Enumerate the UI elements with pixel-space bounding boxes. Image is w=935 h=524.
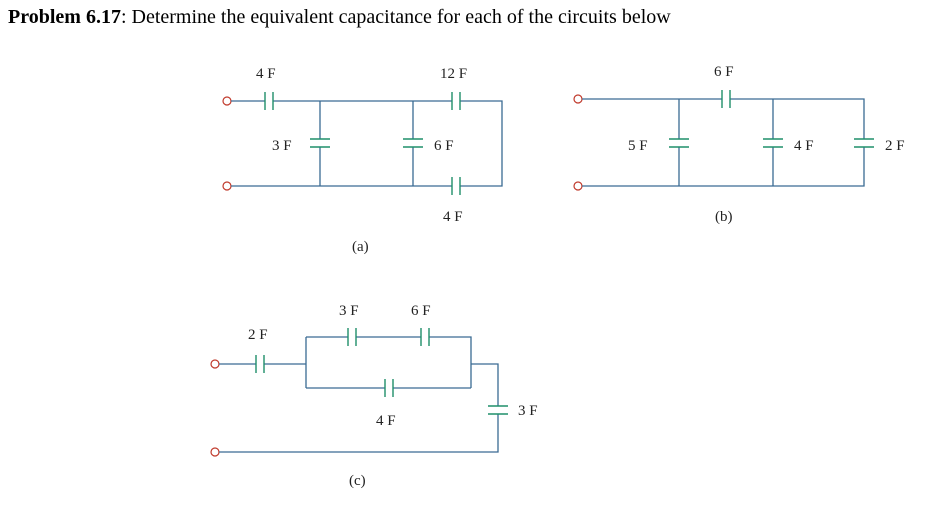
circuit-a-terminal-bottom <box>222 181 232 191</box>
circuit-c-label-right-3f: 3 F <box>518 403 538 419</box>
circuit-c-parallel-loop <box>305 336 472 389</box>
circuit-c-label-3f: 3 F <box>339 303 359 319</box>
circuit-c-caption: (c) <box>349 473 366 489</box>
circuit-a-caption: (a) <box>352 239 369 255</box>
circuit-a-terminal-top <box>222 96 232 106</box>
circuit-b-terminal-top <box>573 94 583 104</box>
problem-number: Problem 6.17 <box>8 6 121 28</box>
circuit-c: 2 F 3 F 6 F 4 F 3 F (c) <box>210 303 538 489</box>
circuit-b-caption: (b) <box>715 209 733 225</box>
circuit-a-label-4f: 4 F <box>256 66 276 82</box>
circuit-b-label-2f: 2 F <box>885 138 905 154</box>
circuit-c-label-2f: 2 F <box>248 327 268 343</box>
circuit-a-label-3f: 3 F <box>272 138 292 154</box>
circuit-b-label-4f: 4 F <box>794 138 814 154</box>
circuit-b-label-6f: 6 F <box>714 64 734 80</box>
circuit-c-terminal-top <box>210 359 220 369</box>
circuit-a-label-6f: 6 F <box>434 138 454 154</box>
circuit-b: 6 F 5 F 4 F 2 F (b) <box>573 64 905 225</box>
circuit-c-terminal-bottom <box>210 447 220 457</box>
circuit-a: 4 F 3 F 12 F 6 F 4 F (a) <box>222 66 503 255</box>
problem-title: Problem 6.17: Determine the equivalent c… <box>8 6 671 29</box>
circuit-b-label-5f: 5 F <box>628 138 648 154</box>
circuit-c-label-6f: 6 F <box>411 303 431 319</box>
circuit-c-output-wire <box>219 363 499 453</box>
circuit-a-label-bottom-4f: 4 F <box>443 209 463 225</box>
circuit-a-label-12f: 12 F <box>440 66 467 82</box>
problem-statement: : Determine the equivalent capacitance f… <box>120 6 671 28</box>
circuit-a-wiring <box>231 100 503 187</box>
circuit-b-terminal-bottom <box>573 181 583 191</box>
circuit-c-label-4f: 4 F <box>376 413 396 429</box>
circuit-b-wiring <box>582 98 865 187</box>
